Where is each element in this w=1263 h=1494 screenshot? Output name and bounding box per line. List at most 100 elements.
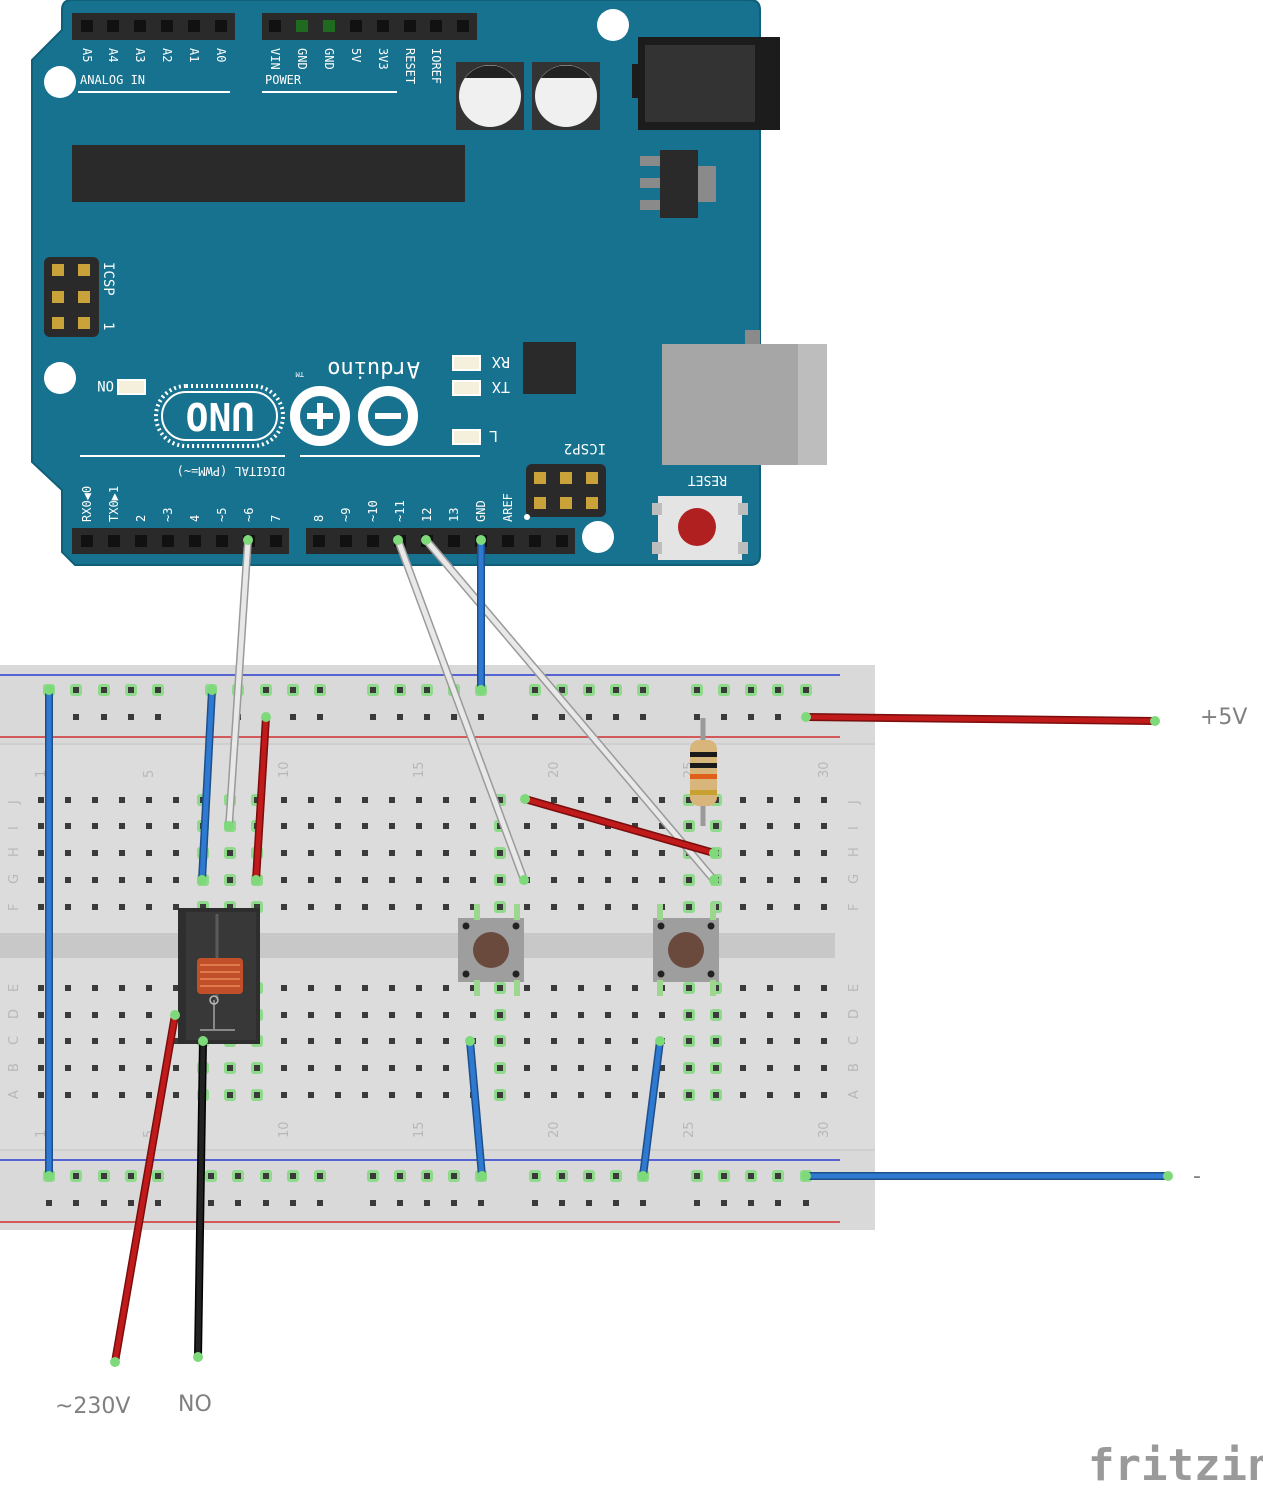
breadboard-hole	[578, 985, 584, 991]
breadboard-hole	[335, 877, 341, 883]
analog-header-title: ANALOG IN	[80, 73, 145, 87]
digital-pin-label: ~10	[366, 500, 380, 522]
breadboard-hole	[721, 1173, 727, 1179]
breadboard-hole	[686, 1092, 692, 1098]
mounting-hole	[597, 9, 629, 41]
breadboard-hole	[335, 1065, 341, 1071]
digital-pin-label: AREF	[501, 493, 515, 522]
breadboard-hole	[443, 877, 449, 883]
breadboard-hole	[227, 850, 233, 856]
breadboard-hole	[73, 687, 79, 693]
breadboard-hole	[497, 1065, 503, 1071]
breadboard-hole	[308, 797, 314, 803]
breadboard-hole	[775, 1173, 781, 1179]
breadboard-hole	[416, 904, 422, 910]
breadboard-hole	[524, 1092, 530, 1098]
breadboard-hole	[524, 985, 530, 991]
column-number: 5	[142, 770, 157, 778]
breadboard-hole	[308, 877, 314, 883]
breadboard-hole	[389, 904, 395, 910]
breadboard-hole	[686, 1038, 692, 1044]
breadboard-hole	[586, 687, 592, 693]
column-number: 1	[34, 770, 49, 778]
breadboard-hole	[524, 904, 530, 910]
breadboard-hole	[38, 1092, 44, 1098]
header-pin	[134, 20, 146, 32]
breadboard-hole	[65, 850, 71, 856]
breadboard-hole	[794, 904, 800, 910]
digital-pin-label: 13	[447, 508, 461, 522]
reset-button[interactable]	[652, 496, 748, 560]
push-button-1[interactable]	[458, 904, 524, 996]
relay	[178, 908, 260, 1044]
icsp2-pin	[560, 472, 572, 484]
breadboard-hole	[551, 797, 557, 803]
breadboard-hole	[281, 985, 287, 991]
breadboard-hole	[497, 1038, 503, 1044]
breadboard-hole	[794, 1038, 800, 1044]
digital-pin	[189, 535, 201, 547]
power-header-title: POWER	[265, 73, 302, 87]
breadboard-hole	[794, 877, 800, 883]
icsp2-pin	[534, 472, 546, 484]
breadboard-hole	[713, 1038, 719, 1044]
breadboard-hole	[65, 1065, 71, 1071]
wire-vcc-to-resistor	[520, 794, 719, 858]
breadboard-hole	[362, 850, 368, 856]
breadboard-hole	[586, 1173, 592, 1179]
voltage-regulator	[640, 150, 716, 218]
row-letter: E	[847, 984, 862, 992]
breadboard-hole	[767, 1038, 773, 1044]
breadboard-hole	[65, 1012, 71, 1018]
power-header	[262, 13, 477, 40]
no-terminal-label: NO	[178, 1392, 212, 1417]
breadboard-hole	[478, 1200, 484, 1206]
wire-no	[193, 1036, 208, 1362]
icsp-pin	[78, 291, 90, 303]
breadboard-hole	[308, 850, 314, 856]
breadboard-hole	[65, 985, 71, 991]
breadboard-hole	[686, 985, 692, 991]
analog-pin-label: A0	[214, 48, 228, 62]
arduino-tm: TM	[296, 370, 304, 378]
wire-5v-to-relay	[251, 712, 271, 885]
push-button-2[interactable]	[653, 904, 719, 996]
breadboard-hole	[308, 1065, 314, 1071]
breadboard-hole	[524, 850, 530, 856]
mounting-hole	[44, 362, 76, 394]
power-pin-label: GND	[322, 48, 336, 70]
analog-pin-label: A5	[80, 48, 94, 62]
breadboard-hole	[416, 823, 422, 829]
l-led	[452, 429, 481, 445]
breadboard-hole	[551, 985, 557, 991]
uno-model: UNO	[186, 394, 255, 438]
breadboard-hole	[821, 1038, 827, 1044]
header-pin	[81, 20, 93, 32]
breadboard-hole	[281, 1065, 287, 1071]
breadboard-hole	[370, 1200, 376, 1206]
rx-led	[452, 355, 481, 371]
breadboard-hole	[389, 1038, 395, 1044]
digital-pin-label: 12	[420, 508, 434, 522]
breadboard-hole	[362, 985, 368, 991]
breadboard-hole	[478, 714, 484, 720]
breadboard-hole	[389, 877, 395, 883]
breadboard-hole	[119, 797, 125, 803]
breadboard-hole	[38, 877, 44, 883]
breadboard-hole	[497, 797, 503, 803]
breadboard-hole	[308, 904, 314, 910]
breadboard-hole	[290, 1200, 296, 1206]
breadboard-hole	[38, 823, 44, 829]
breadboard-hole	[721, 714, 727, 720]
breadboard-hole	[740, 1038, 746, 1044]
digital-pin	[340, 535, 352, 547]
breadboard-hole	[290, 714, 296, 720]
digital-pin	[216, 535, 228, 547]
breadboard-hole	[281, 1038, 287, 1044]
digital-pin-label: ~11	[393, 500, 407, 522]
row-letter: C	[847, 1036, 862, 1045]
breadboard-hole	[640, 687, 646, 693]
breadboard-hole	[767, 797, 773, 803]
